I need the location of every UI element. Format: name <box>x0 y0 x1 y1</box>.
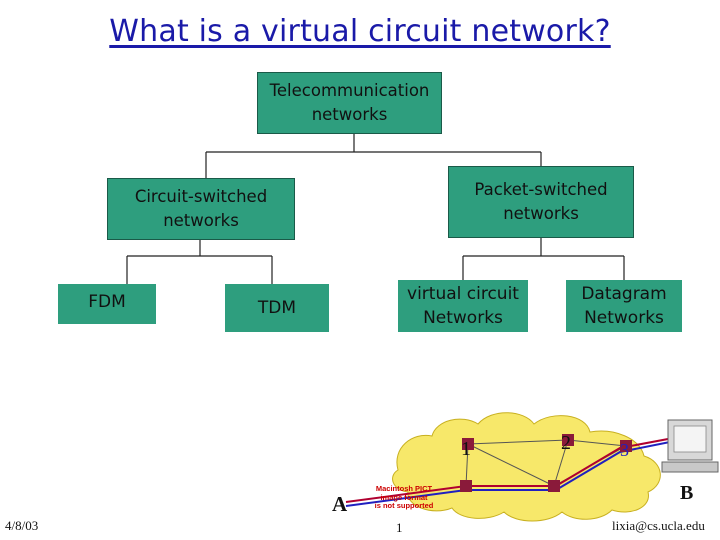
footer-email: lixia@cs.ucla.edu <box>612 518 705 533</box>
telecommunication-networks-box: Telecommunication networks <box>257 72 442 134</box>
router-3-label: 3 <box>620 440 629 460</box>
virtual-circuit-networks-box: virtual circuit Networks <box>398 280 528 332</box>
host-a-label: A <box>332 492 348 516</box>
circuit-switched-networks-box: Circuit-switched networks <box>107 178 295 240</box>
footer-date: 4/8/03 <box>5 518 39 533</box>
datagram-networks-box: Datagram Networks <box>566 280 682 332</box>
host-b-label: B <box>680 482 694 504</box>
packet-switched-networks-box: Packet-switched networks <box>448 166 634 238</box>
router-2-label: 2 <box>561 432 571 454</box>
footer-page-number: 1 <box>396 520 403 535</box>
tdm-box: TDM <box>225 284 329 332</box>
router-1-label: 1 <box>461 438 471 460</box>
router-nodes <box>460 434 632 492</box>
network-cloud <box>392 412 661 522</box>
fdm-box: FDM <box>58 284 156 324</box>
pict-unsupported-notice: Macintosh PICT image format is not suppo… <box>374 484 434 510</box>
host-b-computer <box>661 419 719 473</box>
slide-title: What is a virtual circuit network? <box>109 14 611 49</box>
